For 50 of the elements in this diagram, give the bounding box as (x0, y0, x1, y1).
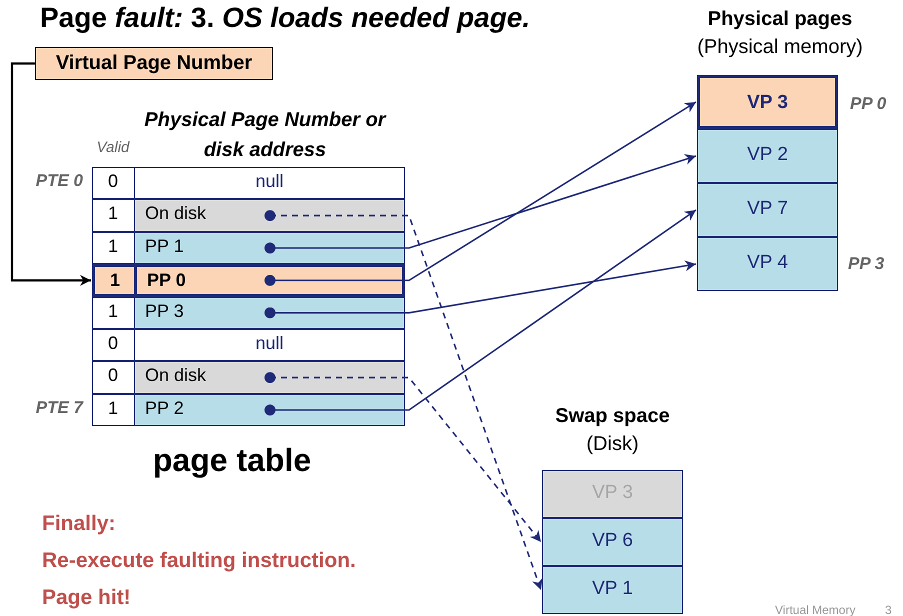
entry-text: null (254, 333, 285, 354)
page-frame: VP 6 (542, 518, 683, 566)
slide-title: Page fault: 3. OS loads needed page. (40, 2, 530, 34)
arrow (264, 372, 542, 542)
label-box: Virtual Page Number (35, 47, 273, 80)
valid-bit: 1 (106, 236, 119, 257)
entry-text: PP 3 (145, 300, 184, 322)
entry-text: null (254, 171, 285, 192)
page-frame: VP 1 (542, 566, 683, 614)
table-row (92, 329, 405, 362)
valid-bit: 0 (106, 333, 119, 354)
table-row (92, 199, 405, 232)
arrow (264, 209, 696, 416)
frame-label: PP 0 (850, 93, 886, 115)
valid-bit: 1 (106, 398, 119, 419)
entry-text: PP 1 (145, 236, 184, 257)
entry-label: PTE 7 (34, 398, 83, 418)
column-subheader: (Physical memory) (696, 36, 864, 59)
table-caption: page table (152, 442, 312, 479)
valid-bit: 0 (106, 171, 119, 192)
column-header: Physical Page Number or disk address (143, 108, 388, 163)
page-frame: VP 7 (697, 183, 838, 237)
valid-bit: 1 (106, 203, 119, 224)
entry-text: On disk (145, 365, 206, 386)
entry-text: PP 0 (147, 270, 186, 292)
frame-label: PP 3 (848, 253, 884, 275)
page-number: 3 (885, 603, 892, 616)
table-row (92, 264, 405, 297)
note-text: Finally: (42, 512, 116, 536)
column-subheader: (Disk) (585, 433, 640, 456)
table-row (92, 361, 405, 394)
valid-bit: 0 (106, 365, 119, 386)
column-header: Swap space (554, 405, 671, 428)
table-row (92, 232, 405, 264)
note-text: Re-execute faulting instruction. (42, 549, 356, 573)
arrow (264, 154, 696, 254)
page-frame: VP 2 (697, 129, 838, 183)
entry-text: On disk (145, 203, 206, 224)
arrow (264, 101, 696, 286)
column-header: Valid (96, 139, 131, 156)
column-header: Physical pages (706, 8, 854, 31)
entry-text: PP 2 (145, 398, 184, 419)
arrow (264, 210, 543, 590)
arrow (264, 260, 696, 318)
arrow (10, 62, 91, 286)
valid-bit: 1 (108, 270, 121, 292)
table-row (92, 296, 405, 329)
valid-bit: 1 (106, 300, 119, 322)
entry-label: PTE 0 (34, 171, 83, 191)
note-text: Page hit! (42, 586, 131, 610)
